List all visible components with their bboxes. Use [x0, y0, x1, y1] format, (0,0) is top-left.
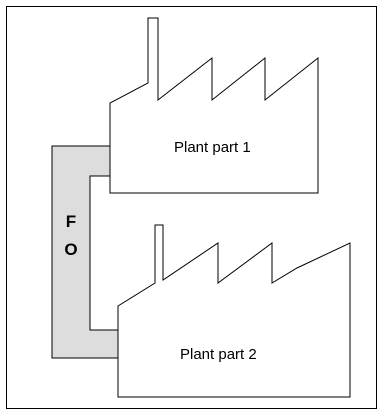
plant-part-1-label: Plant part 1: [174, 139, 251, 156]
plant-part-2-building: [118, 225, 350, 397]
fo-label-o: O: [64, 240, 77, 259]
plant-part-2-label: Plant part 2: [180, 346, 257, 363]
fo-connector: [52, 146, 118, 358]
plant-part-1-building: [110, 18, 318, 193]
fo-label-f: F: [66, 212, 76, 231]
